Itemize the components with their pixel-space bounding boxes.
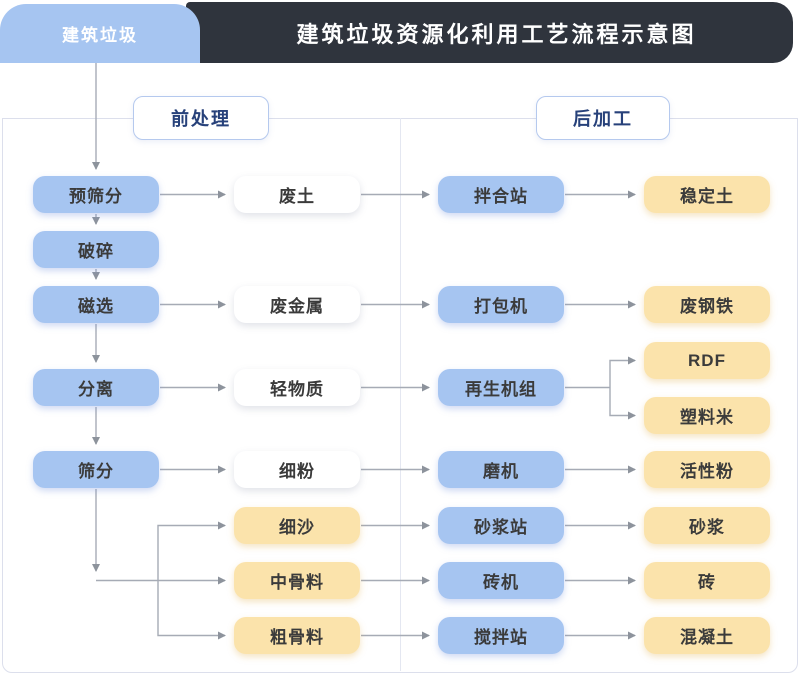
node-mill: 磨机 xyxy=(438,451,564,488)
node-screening: 筛分 xyxy=(33,451,159,488)
section-divider xyxy=(400,118,401,671)
node-baler: 打包机 xyxy=(438,286,564,323)
node-mortar-plant: 砂浆站 xyxy=(438,507,564,544)
header-bar: 建筑垃圾资源化利用工艺流程示意图 xyxy=(186,2,793,63)
node-rdf: RDF xyxy=(644,342,770,379)
section-post-label: 后加工 xyxy=(573,109,633,129)
page-title: 建筑垃圾资源化利用工艺流程示意图 xyxy=(296,21,697,47)
node-active-powder: 活性粉 xyxy=(644,451,770,488)
node-concrete: 混凝土 xyxy=(644,617,770,654)
node-waste-soil: 废土 xyxy=(234,176,360,213)
node-fine-powder: 细粉 xyxy=(234,451,360,488)
node-fine-sand: 细沙 xyxy=(234,507,360,544)
node-waste-metal: 废金属 xyxy=(234,286,360,323)
node-scrap-steel: 废钢铁 xyxy=(644,286,770,323)
section-post-processing: 后加工 xyxy=(536,96,670,140)
node-mixing-plant: 拌合站 xyxy=(438,176,564,213)
node-pre-screening: 预筛分 xyxy=(33,176,159,213)
node-coarse-aggregate: 粗骨料 xyxy=(234,617,360,654)
node-medium-aggregate: 中骨料 xyxy=(234,562,360,599)
node-brick: 砖 xyxy=(644,562,770,599)
source-tab-construction-waste: 建筑垃圾 xyxy=(0,4,200,63)
node-brick-machine: 砖机 xyxy=(438,562,564,599)
source-tab-label: 建筑垃圾 xyxy=(62,26,138,45)
node-regeneration-unit: 再生机组 xyxy=(438,369,564,406)
node-concrete-mixing-plant: 搅拌站 xyxy=(438,617,564,654)
section-pre-label: 前处理 xyxy=(171,109,231,129)
node-mortar: 砂浆 xyxy=(644,507,770,544)
node-light-material: 轻物质 xyxy=(234,369,360,406)
node-plastic-pellets: 塑料米 xyxy=(644,397,770,434)
node-separation: 分离 xyxy=(33,369,159,406)
section-pre-processing: 前处理 xyxy=(133,96,269,140)
node-crushing: 破碎 xyxy=(33,231,159,268)
node-magnetic-separation: 磁选 xyxy=(33,286,159,323)
node-stabilized-soil: 稳定土 xyxy=(644,176,770,213)
